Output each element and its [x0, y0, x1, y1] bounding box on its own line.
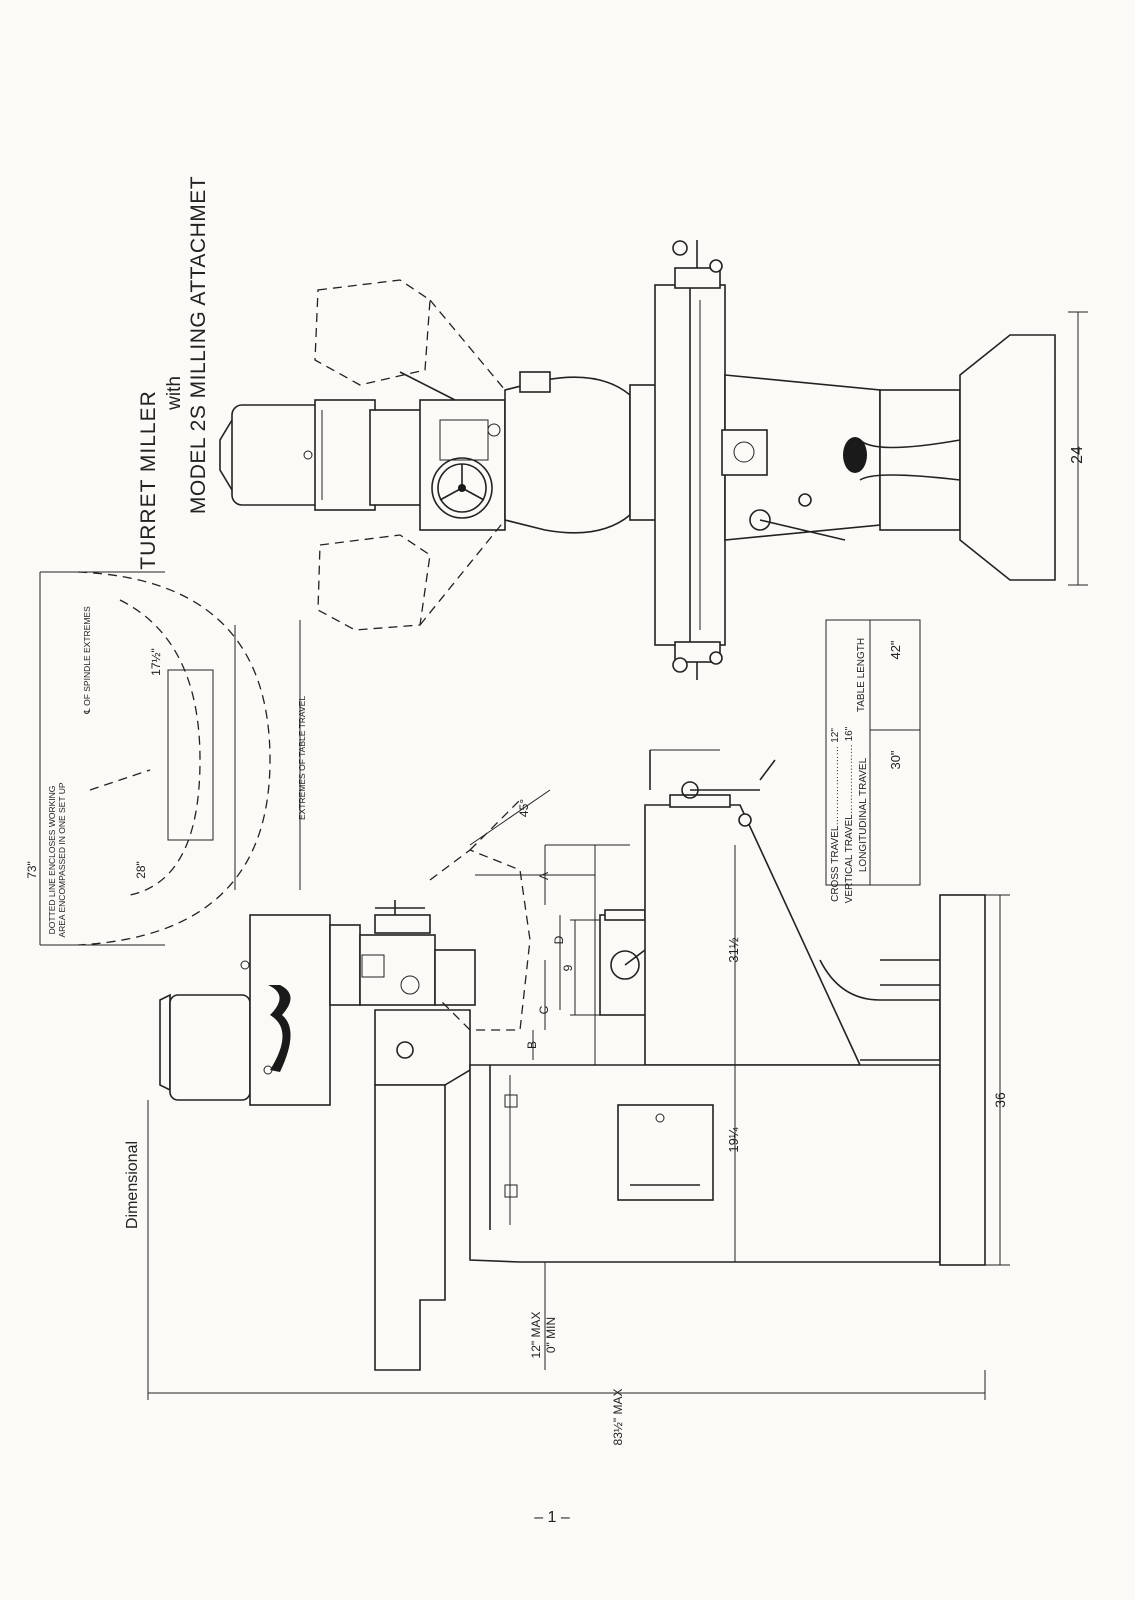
side-view-machine: 45° A D 9 C B 31½ [147, 749, 1010, 1446]
dim-a: A [537, 872, 551, 880]
longitudinal-travel-value: 30" [888, 750, 903, 769]
title-line3: MODEL 2S MILLING ATTACHMET [187, 176, 210, 514]
title-line1: TURRET MILLER [137, 390, 160, 569]
dim-19-quarter: 19¼ [726, 1127, 741, 1152]
vertical-travel-label: VERTICAL TRAVEL………………… 16" [844, 726, 855, 903]
page-number: – 1 – [534, 1509, 570, 1526]
title-line2: with [164, 376, 185, 411]
cross-travel-label: CROSS TRAVEL…………………… 12" [830, 728, 841, 902]
section-label: Dimensional [124, 1141, 141, 1229]
dim-36: 36 [992, 1092, 1008, 1108]
dim-c: C [537, 1005, 551, 1014]
dim-24: 24 [1069, 446, 1086, 464]
plan-view: 73" DOTTED LINE ENCLOSES WORKING AREA EN… [25, 571, 307, 946]
front-view-machine: 24 [219, 240, 1088, 680]
dim-83-half: 83½" MAX [611, 1389, 625, 1446]
plan-dim-17-half: 17½" [149, 648, 163, 676]
dim-31-half: 31½ [726, 937, 741, 962]
plan-table-travel: EXTREMES OF TABLE TRAVEL [297, 696, 307, 820]
dim-9: 9 [561, 964, 575, 971]
plan-dim-28: 28" [134, 861, 148, 879]
dim-b: B [525, 1041, 539, 1049]
travel-table: CROSS TRAVEL…………………… 12" VERTICAL TRAVEL… [825, 619, 921, 903]
table-length-header: TABLE LENGTH [856, 638, 867, 712]
plan-dotted-note-2: AREA ENCOMPASSED IN ONE SET UP [57, 782, 67, 937]
plan-dotted-note-1: DOTTED LINE ENCLOSES WORKING [47, 786, 57, 935]
dim-0-min: 0" MIN [544, 1317, 558, 1353]
dim-45: 45° [517, 799, 531, 817]
title-block: TURRET MILLER with MODEL 2S MILLING ATTA… [137, 176, 210, 570]
table-length-value: 42" [888, 640, 903, 659]
dim-12-max: 12" MAX [529, 1312, 543, 1359]
dim-d: D [552, 935, 566, 944]
plan-width-73: 73" [25, 861, 39, 879]
plan-spindle-extremes: ℄ OF SPINDLE EXTREMES [82, 606, 92, 715]
longitudinal-travel-header: LONGITUDINAL TRAVEL [858, 757, 869, 872]
